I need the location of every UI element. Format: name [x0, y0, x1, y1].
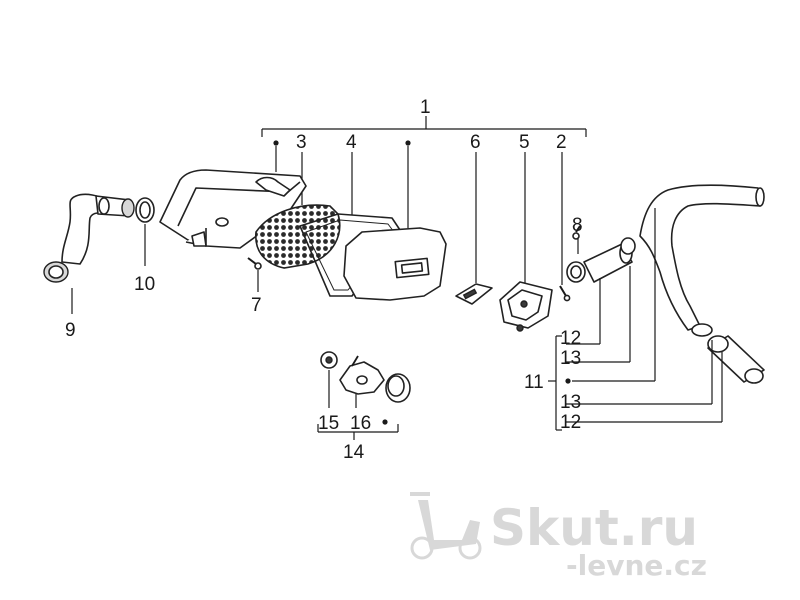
part-6-filter-pad: [455, 283, 493, 305]
group-11-duct-parts: [566, 184, 765, 384]
callout-8: 8: [572, 215, 583, 236]
part-2-screw: [559, 285, 571, 302]
callout-12-upper: 12: [560, 328, 581, 349]
callout-13-lower: 13: [560, 392, 581, 413]
callout-13-upper: 13: [560, 348, 581, 369]
callout-2: 2: [556, 132, 567, 153]
part-5-reed-valve: [499, 281, 553, 332]
watermark-brand: Skut.ru: [490, 499, 698, 557]
callout-labels: 1 3 4 6 5 2 8 10 7 9 12 13 11 13 12 15 1…: [65, 97, 583, 463]
group-14-parts: [320, 351, 411, 403]
callout-4: 4: [346, 132, 357, 153]
callout-15: 15: [318, 413, 339, 434]
part-1-airbox-cover: [343, 227, 447, 301]
callout-10: 10: [134, 274, 155, 295]
callout-3: 3: [296, 132, 307, 153]
group-14-bracket: [317, 370, 399, 440]
callout-14: 14: [343, 442, 365, 463]
part-9-intake-hose: [43, 193, 135, 283]
callout-5: 5: [519, 132, 530, 153]
watermark-sub: -levne.cz: [566, 549, 707, 582]
callout-12-lower: 12: [560, 412, 581, 433]
group-11-bracket: [548, 208, 723, 431]
callout-9: 9: [65, 320, 76, 341]
airbox-housing: [159, 169, 307, 249]
scooter-logo-icon: [410, 492, 482, 560]
watermark: Skut.ru -levne.cz: [410, 492, 707, 582]
callout-6: 6: [470, 132, 481, 153]
group-1-bracket: [261, 116, 587, 137]
callout-1: 1: [420, 97, 431, 118]
callout-7: 7: [251, 295, 262, 316]
group-1-leaders: [273, 140, 563, 285]
part-8-screw: [572, 225, 581, 254]
part-10-clamp: [135, 197, 155, 223]
callout-16: 16: [350, 413, 371, 434]
callout-11: 11: [524, 372, 544, 393]
part-7-screw: [247, 257, 262, 270]
